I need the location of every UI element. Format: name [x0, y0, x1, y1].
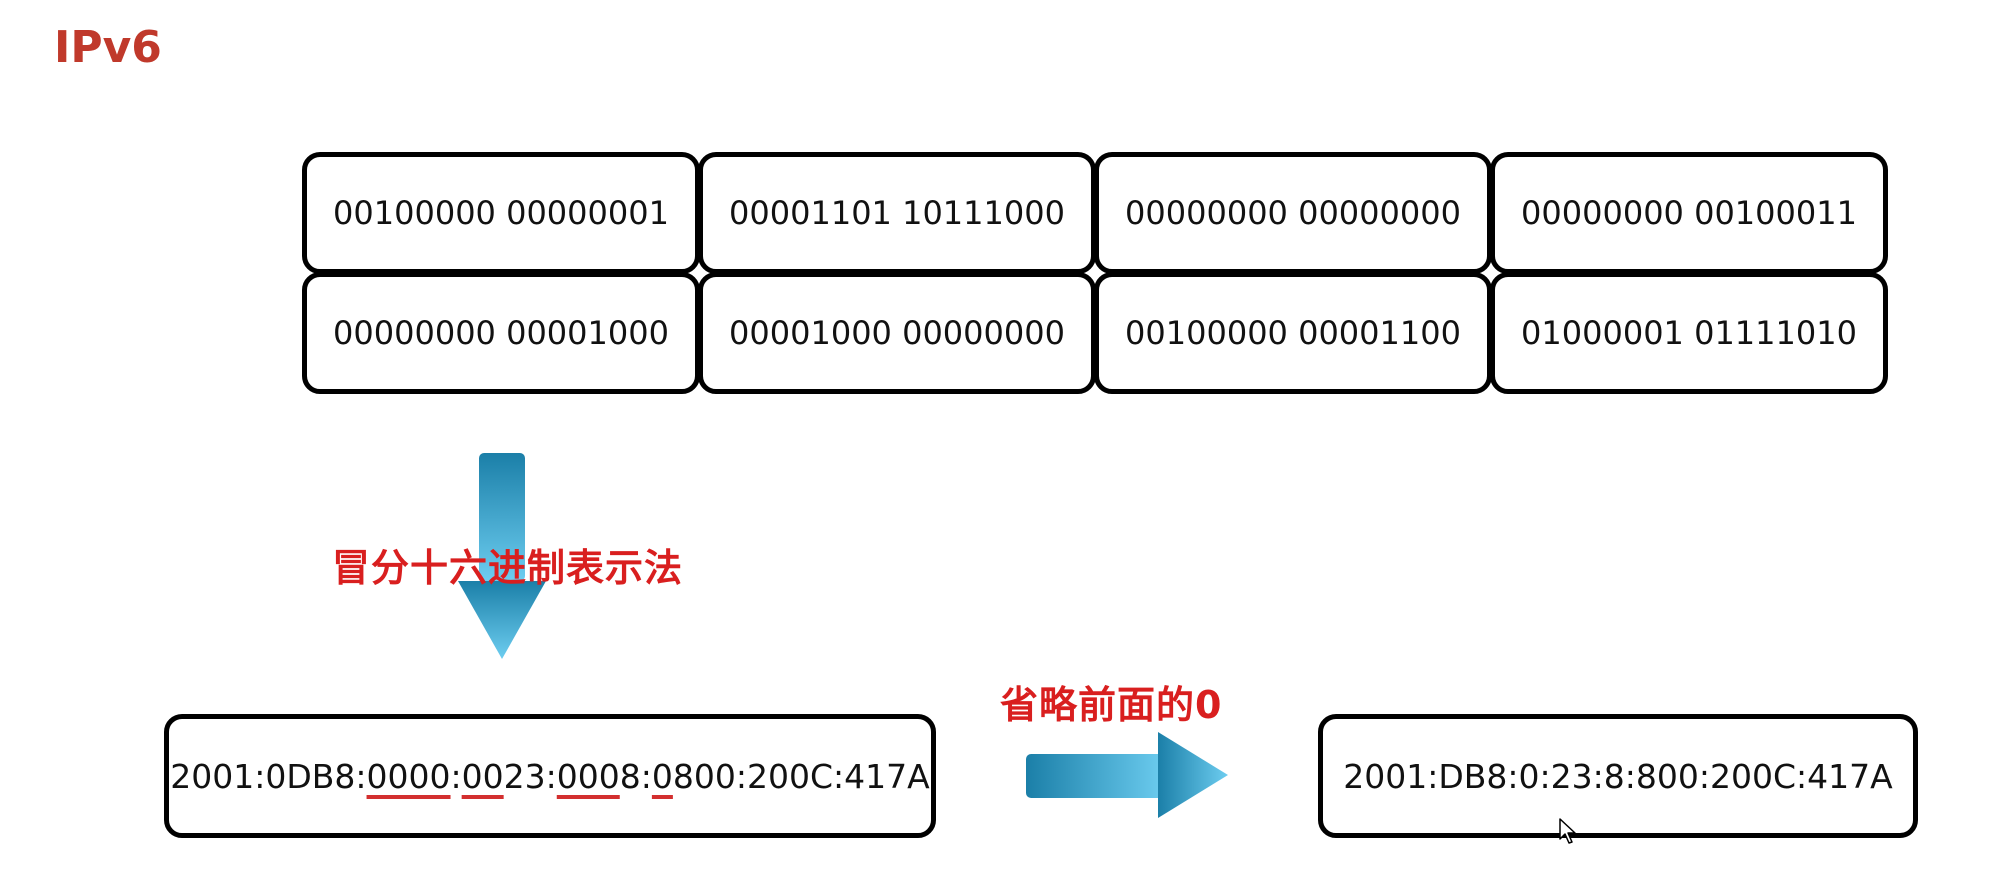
mouse-cursor-icon [1559, 818, 1576, 844]
binary-cell-r1c4: 00000000 00100011 [1490, 152, 1888, 274]
binary-cell-r2c1: 00000000 00001000 [302, 272, 700, 394]
hex-notation-label: 冒分十六进制表示法 [332, 546, 684, 590]
leading-zero-segment: 0 [651, 756, 673, 796]
right-arrow-icon [1026, 732, 1228, 818]
leading-zero-segment: 0000 [366, 756, 451, 796]
omit-leading-zeros-label: 省略前面的0 [1000, 683, 1223, 727]
binary-cell-r2c2: 00001000 00000000 [698, 272, 1096, 394]
leading-zero-segment: 00 [461, 756, 504, 796]
leading-zero-segment: 000 [556, 756, 620, 796]
address-part: 2001:0DB8: [170, 756, 367, 796]
binary-cell-r1c3: 00000000 00000000 [1094, 152, 1492, 274]
address-part: 8: [619, 756, 652, 796]
binary-cell-r1c1: 00100000 00000001 [302, 152, 700, 274]
address-part: 800:200C:417A [672, 756, 930, 796]
address-part: 23: [503, 756, 557, 796]
page-title: IPv6 [54, 22, 162, 73]
compressed-ipv6-address: 2001:DB8:0:23:8:800:200C:417A [1318, 714, 1918, 838]
binary-cell-r2c3: 00100000 00001100 [1094, 272, 1492, 394]
down-arrow-icon [458, 453, 546, 659]
address-part: : [450, 756, 462, 796]
binary-cell-r2c4: 01000001 01111010 [1490, 272, 1888, 394]
binary-cell-r1c2: 00001101 10111000 [698, 152, 1096, 274]
